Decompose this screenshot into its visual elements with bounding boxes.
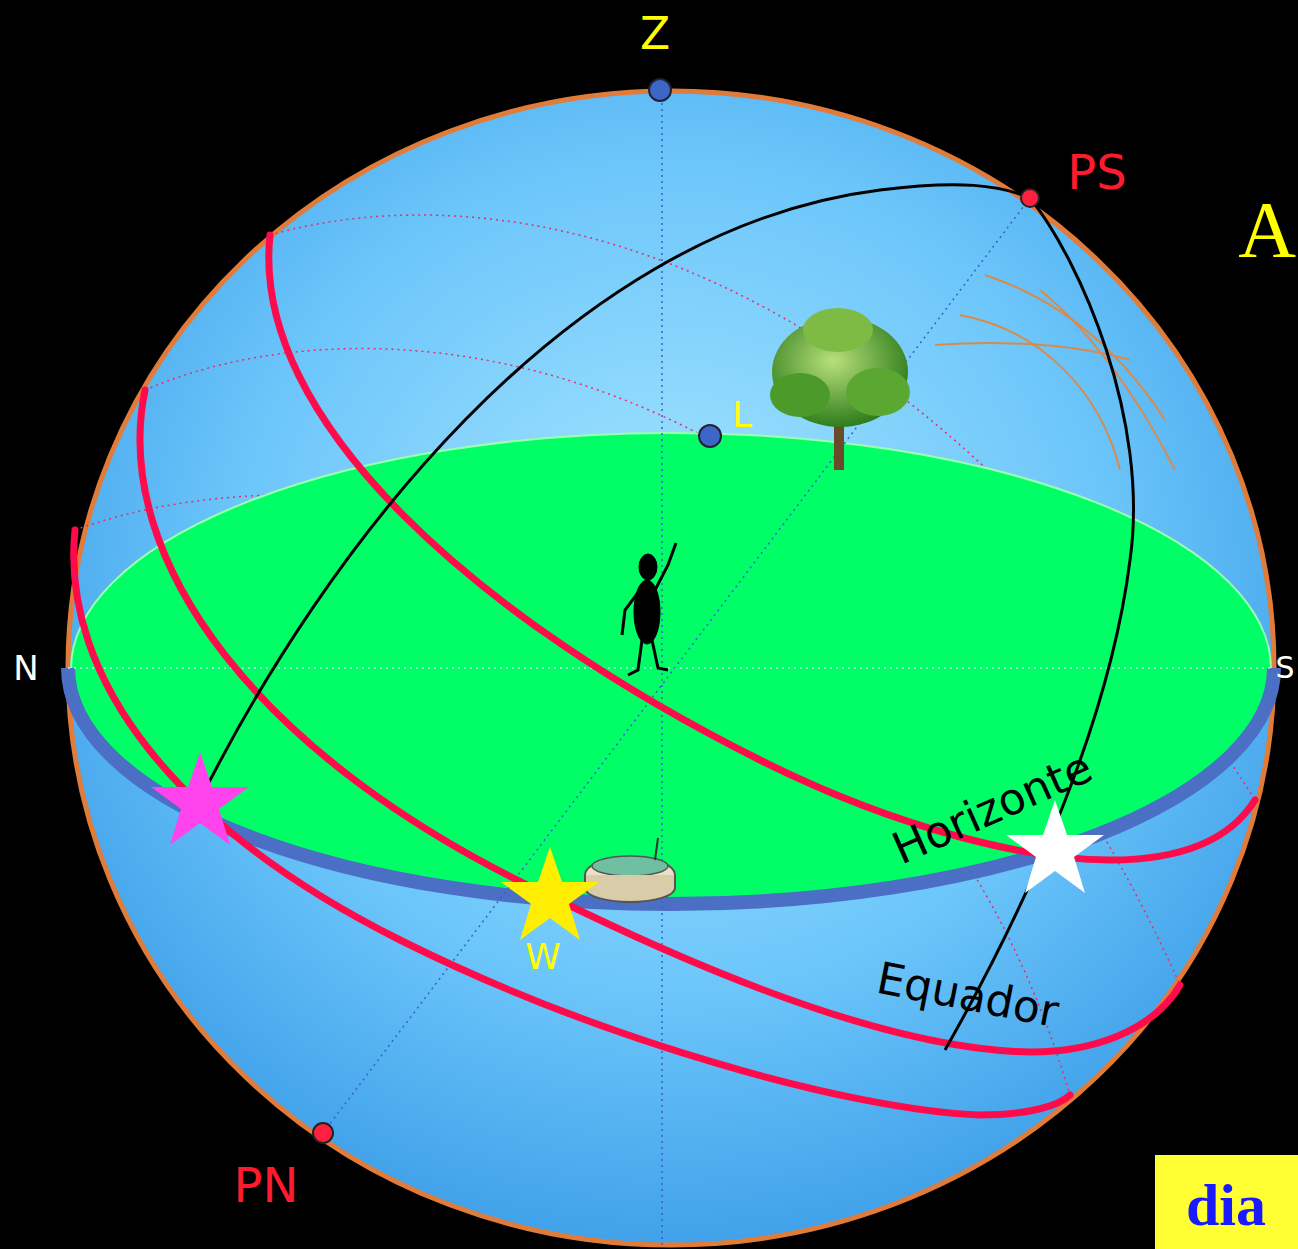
point-label: L: [732, 397, 752, 433]
cardinal-label: N: [13, 651, 38, 685]
caption-fragment: dia: [1186, 1175, 1266, 1235]
zenith-label: Z: [640, 12, 670, 56]
well: [585, 838, 675, 902]
cardinal-label: S: [1275, 653, 1294, 683]
pole-label: PN: [234, 1161, 299, 1209]
cardinal-label: W: [525, 939, 561, 975]
pole-label: PS: [1067, 148, 1126, 196]
hour-circle: [200, 185, 1134, 1050]
caption-box: [1155, 1155, 1298, 1249]
stars: [151, 752, 1104, 940]
tree: [770, 308, 910, 470]
title-fragment: A: [1238, 190, 1296, 270]
horizon-rim: [68, 668, 1274, 904]
parallels: [74, 235, 1255, 1115]
observer: [622, 543, 676, 675]
sky-lines: [935, 275, 1175, 470]
sphere: [68, 91, 1274, 1245]
axes: [68, 91, 1274, 1245]
